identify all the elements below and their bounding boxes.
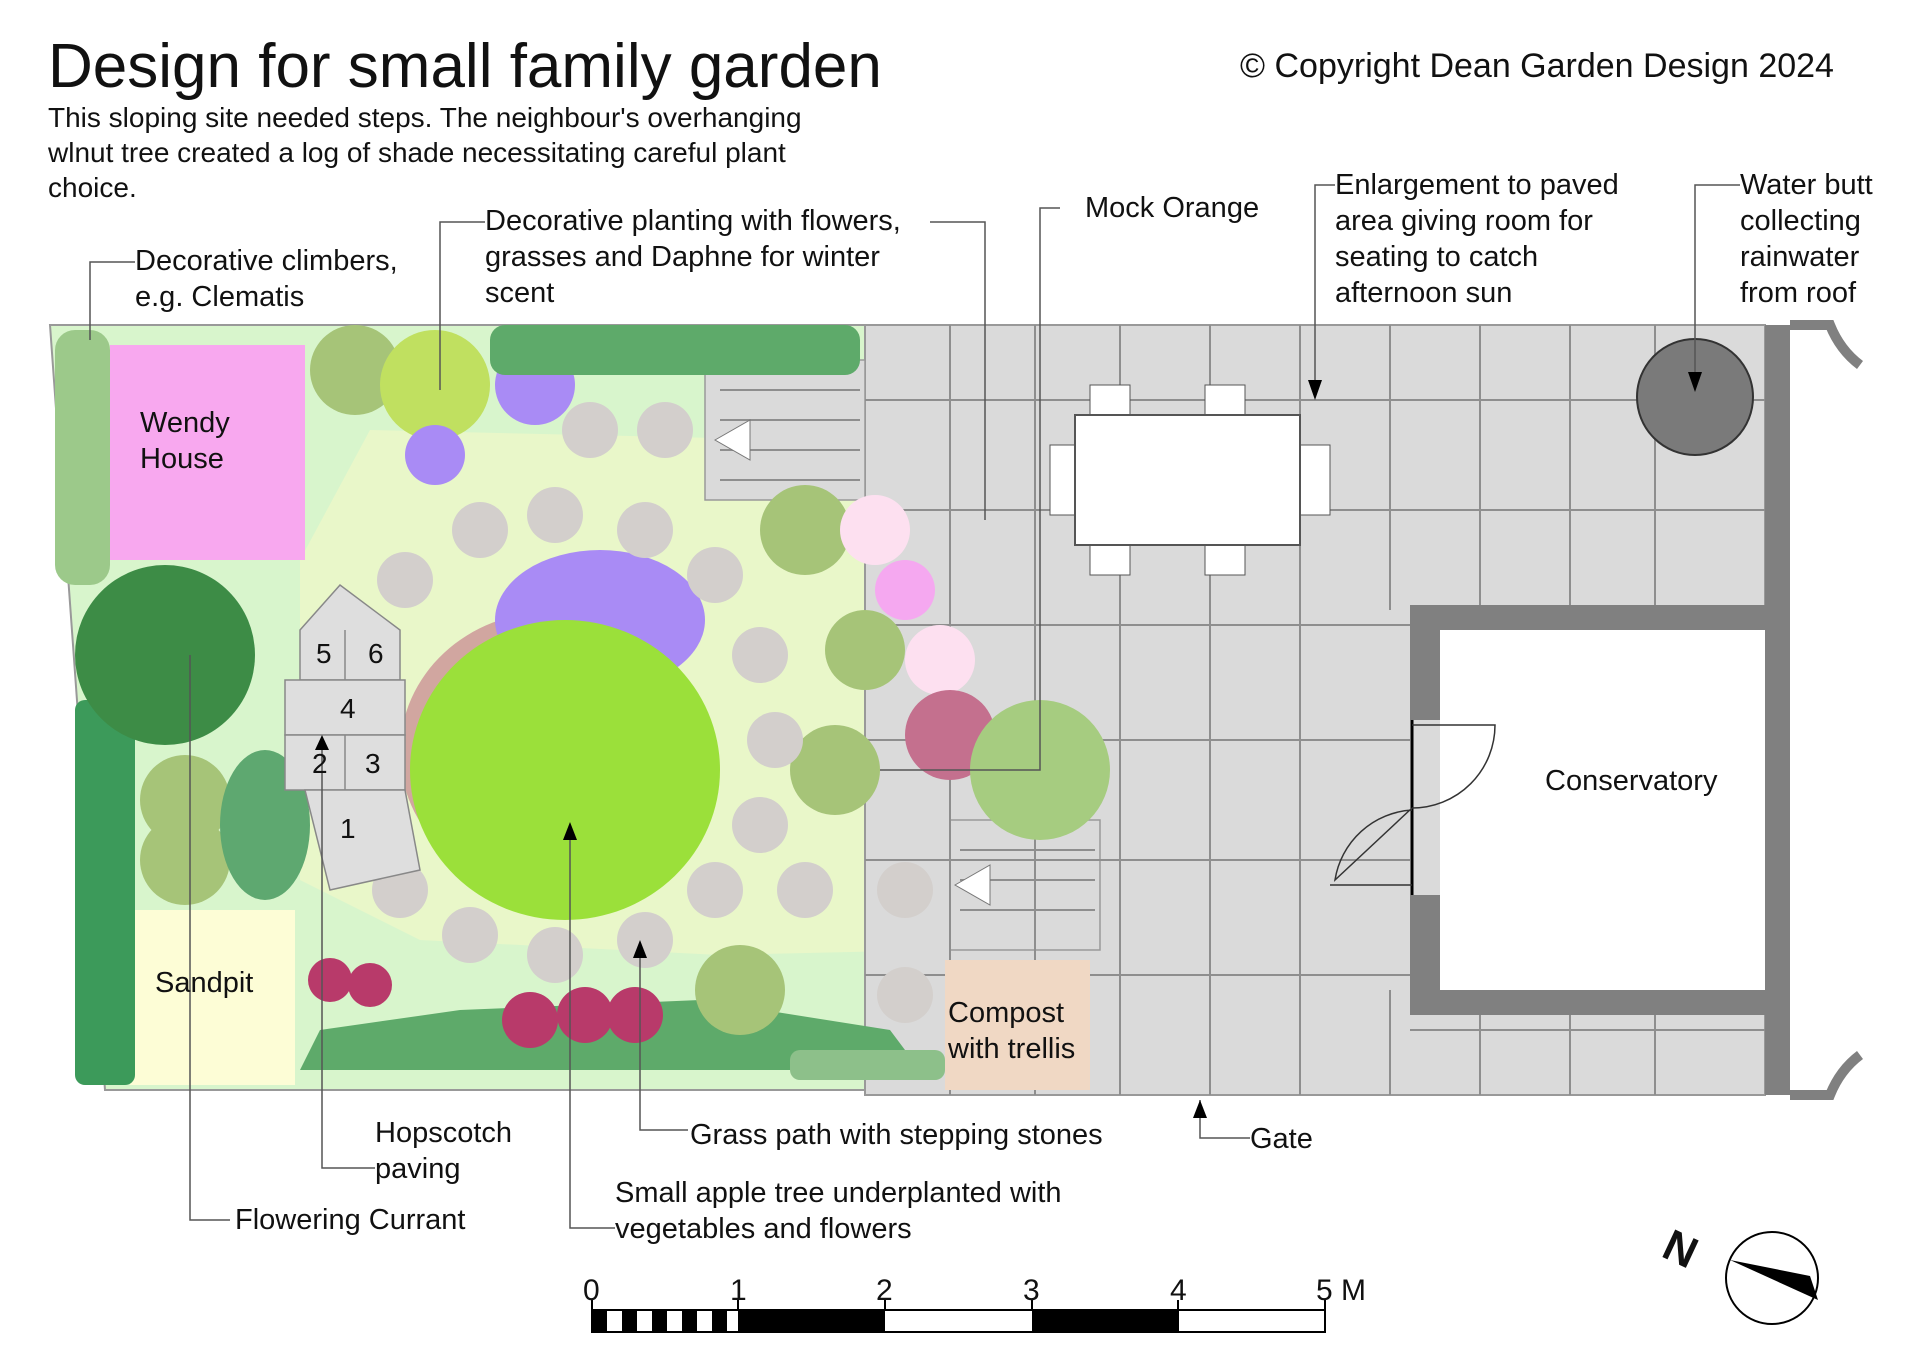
wendy-house xyxy=(110,345,305,560)
planting xyxy=(55,325,1110,1085)
compost-area xyxy=(945,960,1090,1090)
label-apple-tree: Small apple tree underplanted with veget… xyxy=(615,1177,1062,1245)
label-climbers: Decorative climbers, e.g. Clematis xyxy=(135,245,398,313)
hopscotch-paving xyxy=(284,583,421,891)
stepping-stones xyxy=(372,402,933,1023)
label-wendy-house: Wendy House xyxy=(140,407,230,475)
leader-lines xyxy=(89,184,1740,1229)
scale-bar: 0 1 2 3 4 5 M xyxy=(583,1274,1366,1333)
hopscotch-number: 2 xyxy=(312,748,328,779)
label-conservatory: Conservatory xyxy=(1545,765,1718,797)
page-title: Design for small family garden xyxy=(48,32,882,101)
compass: N xyxy=(1656,1220,1819,1325)
compass-north-label: N xyxy=(1656,1220,1706,1278)
label-mock-orange: Mock Orange xyxy=(1085,192,1260,224)
scale-tick-0: 0 xyxy=(583,1274,600,1307)
scale-tick-4: 4 xyxy=(1170,1274,1187,1307)
scale-tick-3: 3 xyxy=(1023,1274,1040,1307)
scale-tick-2: 2 xyxy=(876,1274,893,1307)
patio-table-set xyxy=(1049,384,1331,576)
label-sandpit: Sandpit xyxy=(155,967,254,999)
hopscotch-number: 4 xyxy=(340,693,356,724)
label-decorative-planting: Decorative planting with flowers, grasse… xyxy=(485,205,901,309)
hopscotch-number: 3 xyxy=(365,748,381,779)
hopscotch-number: 1 xyxy=(340,813,356,844)
house-wall xyxy=(1330,320,1864,1100)
label-grass-path: Grass path with stepping stones xyxy=(690,1119,1103,1151)
label-enlargement: Enlargement to paved area giving room fo… xyxy=(1335,169,1619,309)
scale-tick-5: 5 M xyxy=(1316,1274,1366,1307)
scale-tick-1: 1 xyxy=(730,1274,747,1307)
label-compost: Compost with trellis xyxy=(948,997,1076,1065)
step-arrow-lower xyxy=(953,864,991,906)
label-flowering-currant: Flowering Currant xyxy=(235,1204,466,1236)
page-subtitle: This sloping site needed steps. The neig… xyxy=(48,102,802,203)
sandpit xyxy=(130,910,295,1085)
hopscotch-number: 5 xyxy=(316,638,332,669)
label-hopscotch: Hopscotch paving xyxy=(375,1117,513,1185)
leader-arrows xyxy=(315,372,1702,1118)
label-gate: Gate xyxy=(1250,1123,1313,1155)
hopscotch-number: 6 xyxy=(368,638,384,669)
copyright-notice: © Copyright Dean Garden Design 2024 xyxy=(1240,47,1834,85)
step-arrow-upper xyxy=(713,419,751,461)
label-water-butt: Water butt collecting rainwater from roo… xyxy=(1740,169,1873,309)
